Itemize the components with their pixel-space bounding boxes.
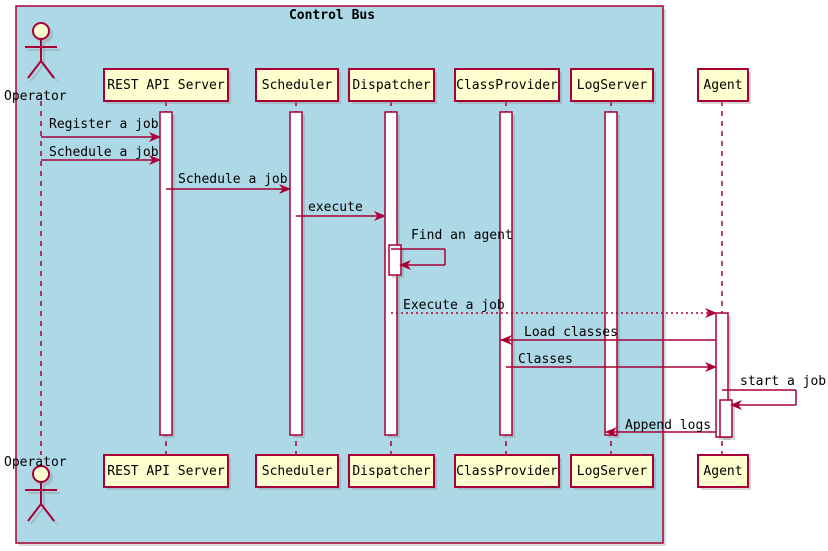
participant-label-rest-api-server-bottom: REST API Server <box>107 463 225 479</box>
message-append-logs-label: Append logs <box>625 418 712 433</box>
participant-label-agent-top: Agent <box>703 77 743 93</box>
actor-label-bottom: Operator <box>4 455 67 470</box>
message-schedule-a-job-rest-label: Schedule a job <box>178 172 288 187</box>
actor-figure-bottom <box>25 465 60 525</box>
actor-head <box>32 22 50 40</box>
actor-leg-right <box>40 60 55 79</box>
participant-label-scheduler-bottom: Scheduler <box>261 463 333 479</box>
message-classes-label: Classes <box>518 352 573 367</box>
participant-label-log-server-top: LogServer <box>576 77 648 93</box>
participant-box-dispatcher-bottom[interactable] <box>348 454 435 488</box>
actor-leg-left <box>30 63 45 82</box>
activation-scheduler <box>289 111 303 436</box>
actor-leg-right <box>40 503 55 522</box>
participant-label-class-provider-bottom: ClassProvider <box>456 463 558 479</box>
participant-box-rest-api-server-bottom[interactable] <box>103 454 229 488</box>
participant-label-rest-api-server-top: REST API Server <box>107 77 225 93</box>
participant-box-dispatcher-top[interactable] <box>348 68 435 102</box>
activation-rest-api-server <box>159 111 173 436</box>
participant-label-log-server-bottom: LogServer <box>576 463 648 479</box>
participant-box-class-provider-top[interactable] <box>454 68 560 102</box>
actor-leg-left <box>30 506 45 525</box>
message-load-classes-label: Load classes <box>524 325 618 340</box>
participant-box-log-server-bottom[interactable] <box>570 454 654 488</box>
participant-box-agent-top[interactable] <box>697 68 749 102</box>
participant-box-class-provider-bottom[interactable] <box>454 454 560 488</box>
message-schedule-a-job-operator-label: Schedule a job <box>49 145 159 160</box>
participant-box-scheduler-bottom[interactable] <box>255 454 339 488</box>
activation-class-provider <box>499 111 513 436</box>
actor-figure-top <box>25 22 60 82</box>
message-register-a-job-label: Register a job <box>49 117 159 132</box>
message-find-an-agent-label: Find an agent <box>411 228 513 243</box>
actor-leg-left <box>27 503 42 522</box>
participant-label-dispatcher-top: Dispatcher <box>352 77 431 93</box>
message-execute-a-job-label: Execute a job <box>403 298 505 313</box>
participant-box-agent-bottom[interactable] <box>697 454 749 488</box>
message-start-a-job <box>722 389 797 410</box>
participant-box-log-server-top[interactable] <box>570 68 654 102</box>
message-start-a-job-label: start a job <box>740 374 827 389</box>
participant-box-scheduler-top[interactable] <box>255 68 339 102</box>
message-find-an-agent <box>391 248 446 270</box>
participant-box-rest-api-server-top[interactable] <box>103 68 229 102</box>
participant-label-class-provider-top: ClassProvider <box>456 77 558 93</box>
participant-label-agent-bottom: Agent <box>703 463 743 479</box>
actor-label-top: Operator <box>4 89 67 104</box>
participant-label-dispatcher-bottom: Dispatcher <box>352 463 431 479</box>
message-execute-label: execute <box>308 200 363 215</box>
activation-agent-nested <box>719 399 733 438</box>
group-title: Control Bus <box>288 8 376 23</box>
activation-log-server <box>604 111 618 436</box>
participant-label-scheduler-top: Scheduler <box>261 77 333 93</box>
actor-leg-left <box>27 60 42 79</box>
